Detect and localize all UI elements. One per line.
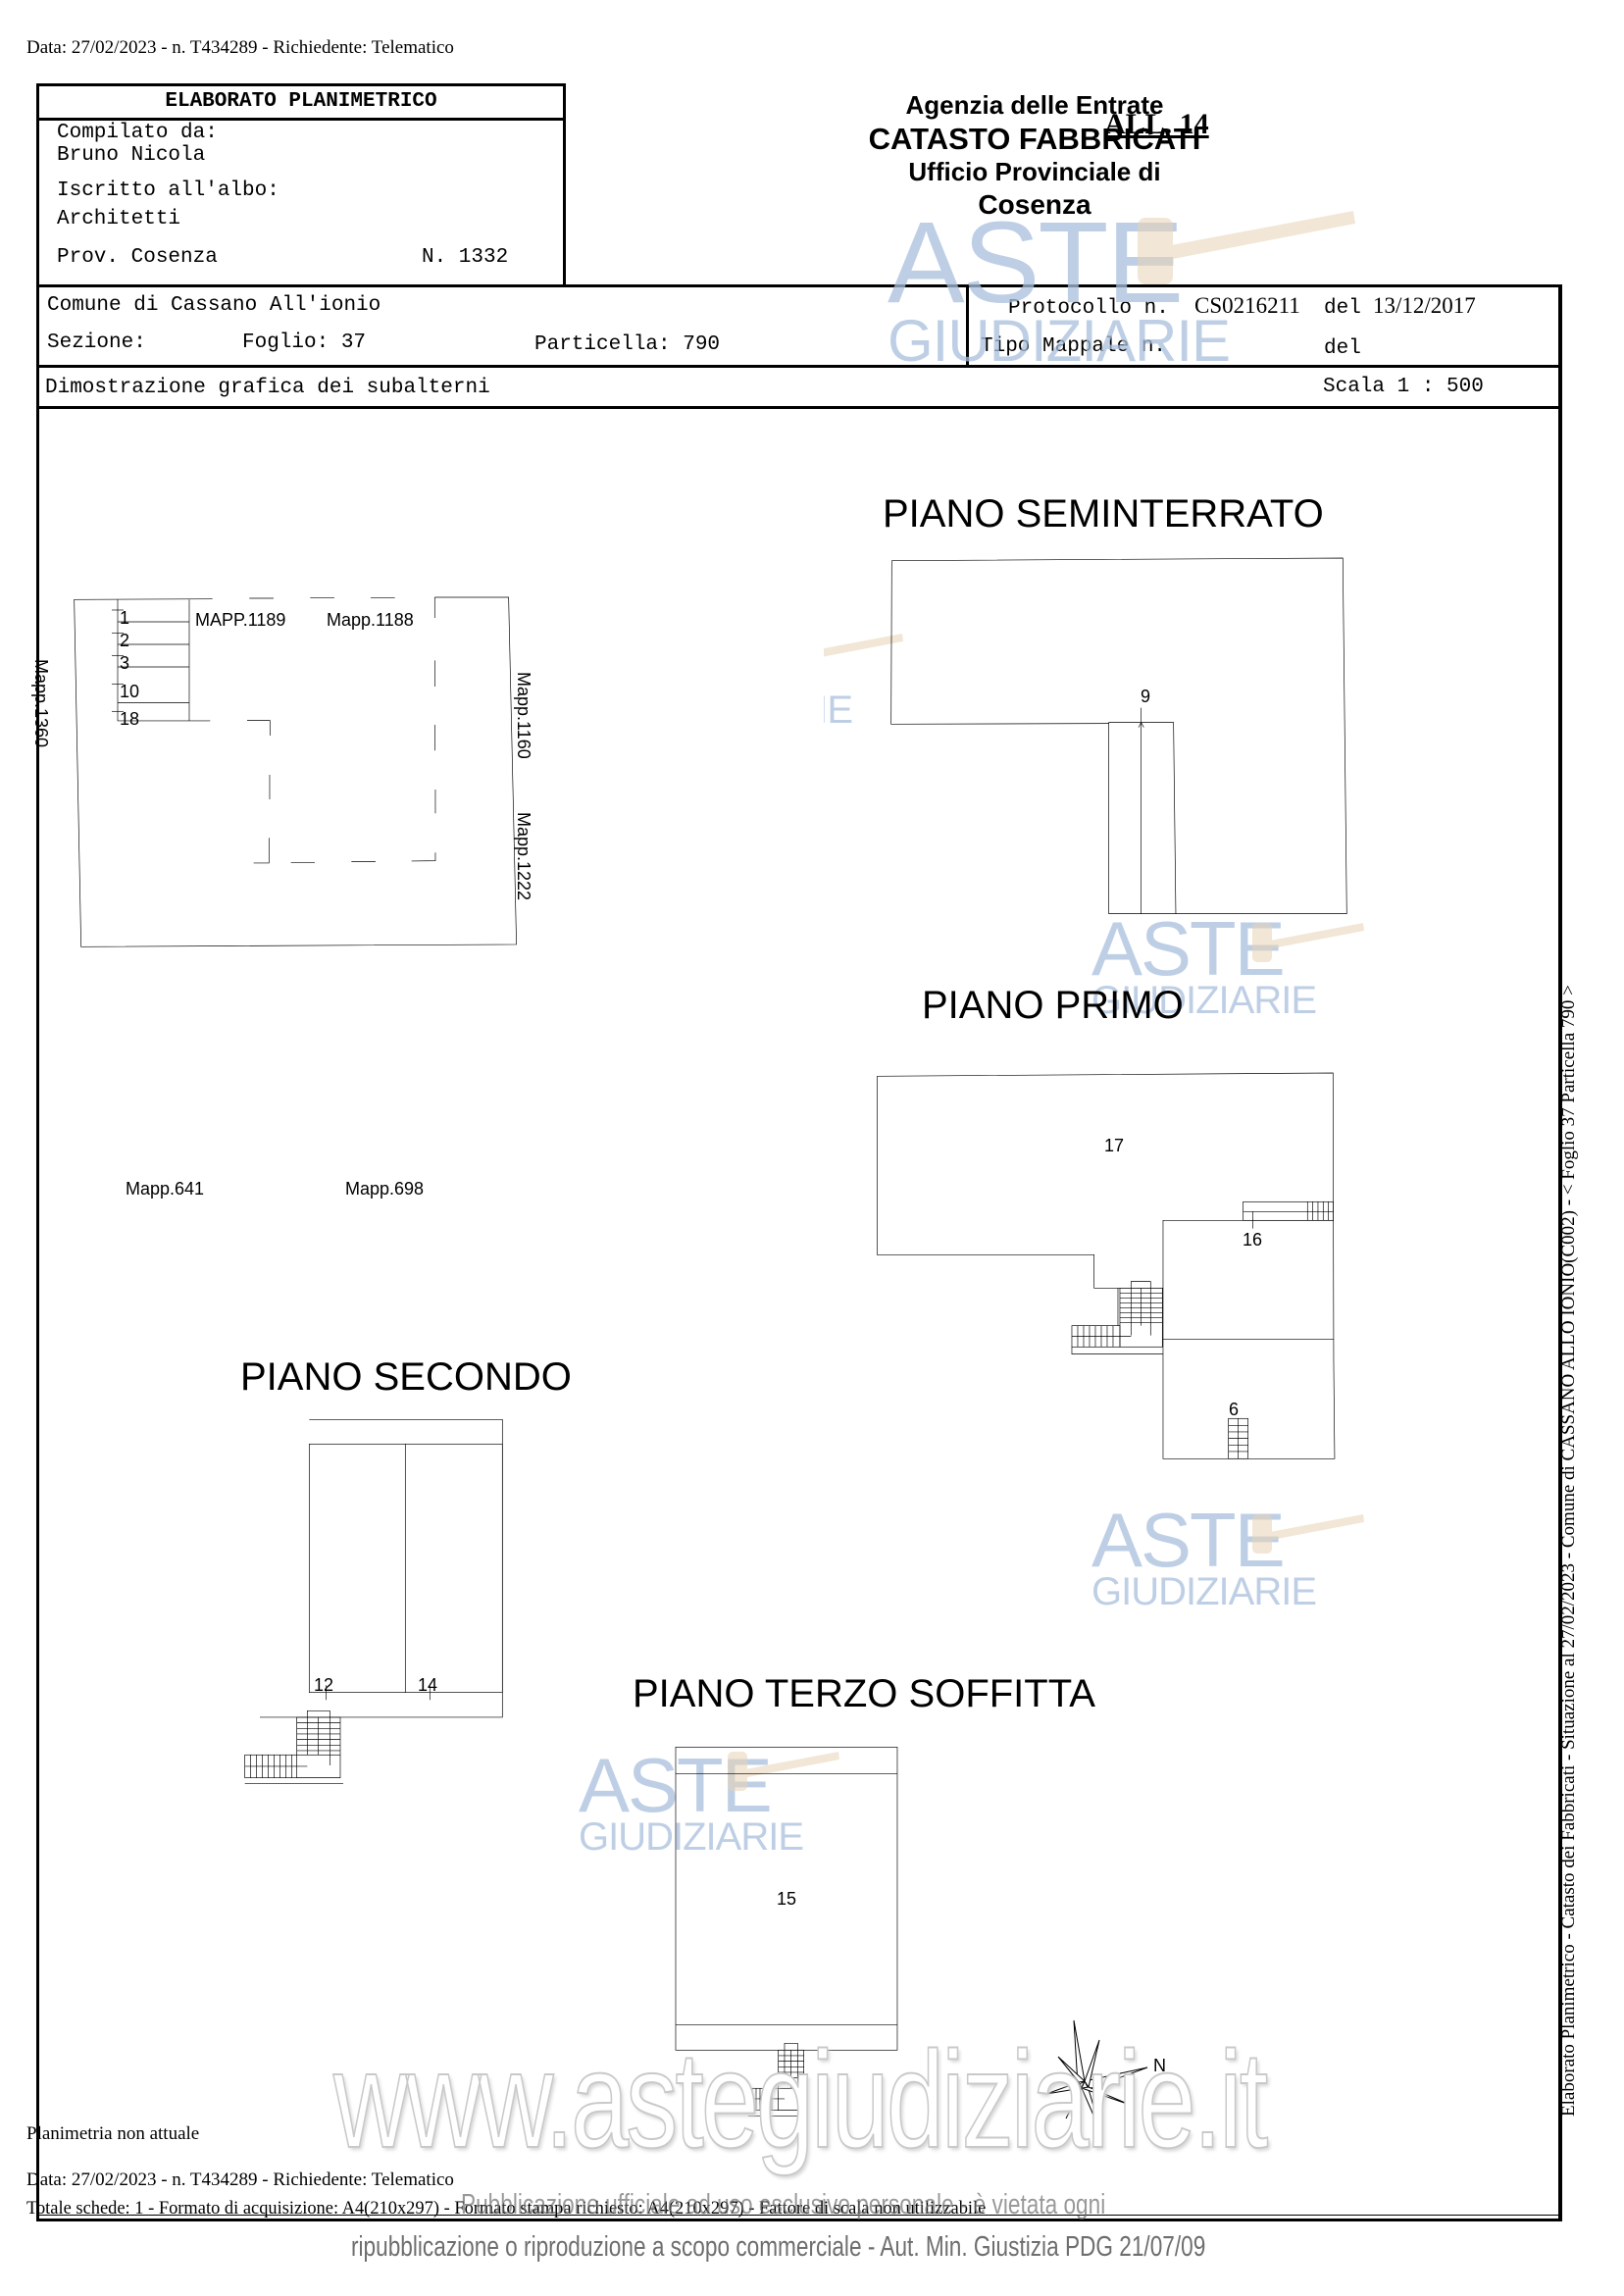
plan-title-primo: PIANO PRIMO — [922, 984, 1184, 1027]
frame-right — [1558, 284, 1562, 2221]
plan-title-seminterrato: PIANO SEMINTERRATO — [883, 492, 1324, 536]
elaborato-title: ELABORATO PLANIMETRICO — [165, 90, 437, 113]
publication-notice-line2: ripubblicazione o riproduzione a scopo c… — [351, 2231, 1206, 2263]
frame-divider — [966, 284, 969, 367]
attachment-number: ALL. 14 — [1104, 108, 1209, 140]
comune: Comune di Cassano All'ionio — [47, 294, 381, 317]
floorplan-terzo — [675, 1746, 898, 2117]
cadastre-name: CATASTO FABBRICATI — [868, 122, 1201, 157]
boundary-label-right-top: Mapp.1160 — [514, 672, 533, 759]
agency-block: Agenzia delle Entrate CATASTO FABBRICATI… — [834, 90, 1236, 221]
floorplan-terra-overlay — [39, 481, 824, 1226]
elaborato-title-row: ELABORATO PLANIMETRICO — [39, 86, 563, 121]
request-info-top: Data: 27/02/2023 - n. T434289 - Richiede… — [26, 37, 454, 58]
office-city: Cosenza — [978, 188, 1091, 220]
del-label-1: del — [1324, 297, 1361, 320]
frame-left — [36, 284, 39, 2221]
plan-title-secondo: PIANO SECONDO — [240, 1355, 572, 1399]
registered-label: Iscritto all'albo: — [57, 179, 279, 202]
subalterno-label: 16 — [1243, 1230, 1263, 1250]
registration-number: N. 1332 — [422, 246, 509, 269]
subalterno-label: 2 — [120, 631, 130, 650]
publication-notice-line1: Pubblicazione ufficiale ad uso esclusivo… — [461, 2189, 1106, 2220]
subalterno-label: 10 — [120, 682, 140, 701]
frame-bottom — [36, 2219, 1562, 2221]
frame-line — [36, 284, 1559, 287]
boundary-label-right-bottom: Mapp.1222 — [514, 812, 533, 901]
floorplan-secondo — [244, 1418, 503, 1784]
particella: Particella: 790 — [534, 333, 721, 356]
boundary-label-top-right: Mapp.1188 — [327, 610, 414, 630]
subalterno-label: 3 — [120, 653, 130, 673]
description: Dimostrazione grafica dei subalterni — [45, 377, 490, 399]
subalterno-label: 14 — [418, 1675, 438, 1695]
boundary-label-bottom-right: Mapp.698 — [345, 1179, 425, 1199]
agency-name: Agenzia delle Entrate — [905, 90, 1164, 120]
elaborato-header-box: ELABORATO PLANIMETRICO Compilato da: Bru… — [36, 83, 566, 287]
compass-north-label: N — [1153, 2056, 1166, 2075]
boundary-label-bottom-left: Mapp.641 — [126, 1179, 205, 1199]
tipo-mappale-label: Tipo Mappale n. — [981, 335, 1167, 358]
compiled-by-label: Compilato da: — [57, 122, 218, 144]
province: Prov. Cosenza — [57, 246, 218, 269]
frame-bottom-inner — [36, 2215, 1562, 2216]
office-label: Ufficio Provinciale di — [908, 157, 1161, 187]
request-info-bottom: Data: 27/02/2023 - n. T434289 - Richiede… — [26, 2169, 454, 2190]
frame-line — [36, 406, 1559, 409]
del-value-1: 13/12/2017 — [1373, 293, 1476, 318]
compiled-by-value: Bruno Nicola — [57, 144, 206, 167]
del-label-2: del — [1324, 337, 1361, 360]
scale: Scala 1 : 500 — [1323, 376, 1484, 398]
registered-value: Architetti — [57, 208, 181, 230]
floorplan-seminterrato — [890, 557, 1347, 914]
plan-status: Planimetria non attuale — [26, 2123, 200, 2144]
compass-rose-icon — [1045, 2019, 1148, 2134]
plan-title-terzo: PIANO TERZO SOFFITTA — [633, 1672, 1095, 1715]
boundary-label-left: Mapp.1360 — [31, 659, 51, 748]
protocollo-value: CS0216211 — [1194, 293, 1300, 318]
subalterno-label: 9 — [1141, 687, 1151, 706]
floorplan-primo — [876, 1072, 1336, 1459]
boundary-label-top-left: MAPP.1189 — [195, 610, 286, 630]
subalterno-label: 18 — [120, 709, 140, 729]
sezione-label: Sezione: — [47, 332, 146, 354]
totale-schede-line: Totale schede: 1 - Formato di acquisizio… — [26, 2198, 987, 2219]
frame-line — [36, 365, 1559, 368]
subalterno-label: 6 — [1229, 1400, 1240, 1419]
subalterno-label: 1 — [120, 608, 130, 628]
protocollo-label: Protocollo n. — [1008, 297, 1169, 320]
subalterno-label: 12 — [314, 1675, 334, 1695]
foglio: Foglio: 37 — [242, 332, 367, 354]
subalterno-label: 15 — [777, 1889, 797, 1909]
subalterno-label: 17 — [1104, 1136, 1125, 1155]
side-reference-text: Elaborato Planimetrico - Catasto dei Fab… — [1558, 985, 1579, 2117]
